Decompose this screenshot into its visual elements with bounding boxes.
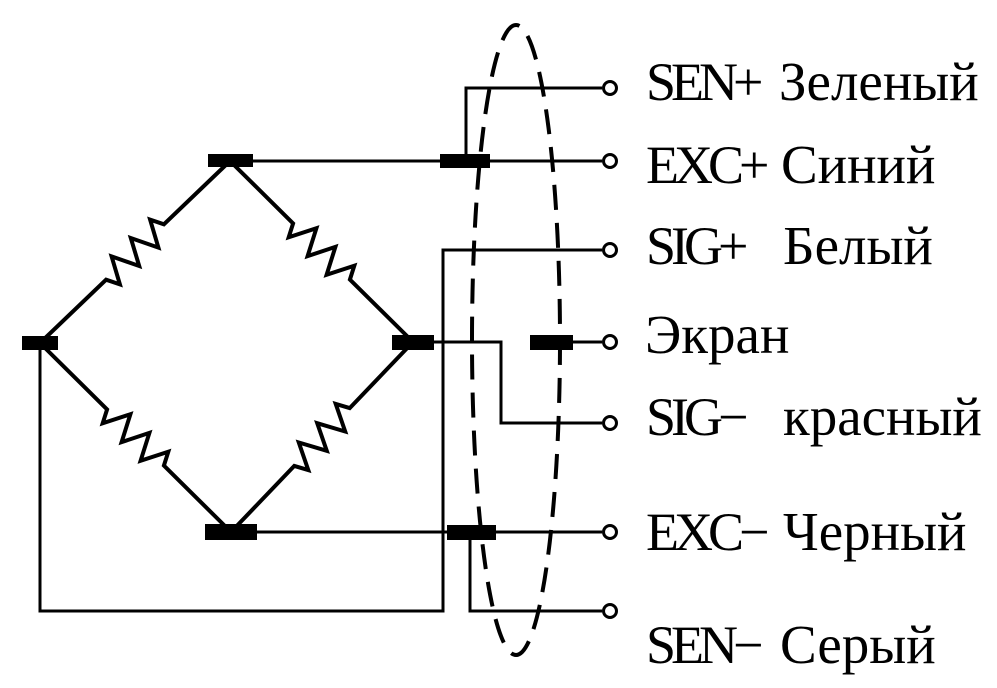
solder-joint-left-node [22, 336, 58, 350]
bridge [38, 159, 415, 534]
solder-joint-top-node [208, 154, 253, 167]
color-label-sig-minus: красный [783, 386, 982, 447]
resistor-top-right [228, 159, 415, 344]
signal-label-exc-minus: EXC− [646, 502, 767, 562]
solder-joint-exc-minus [447, 525, 496, 540]
signal-label-sig-minus: SIG− [646, 387, 746, 447]
terminal-exc-minus [602, 524, 618, 540]
signal-label-sig-plus: SIG+ [646, 216, 746, 276]
resistor-top-left [38, 159, 232, 345]
resistor-bottom-left [38, 341, 233, 534]
color-label-exc-plus: Синий [781, 134, 935, 195]
terminals [602, 80, 618, 619]
signal-label-shield: Экран [645, 304, 789, 365]
terminal-shield [602, 334, 618, 350]
solder-joint-bottom-node [205, 524, 257, 540]
solder-joint-right-node [392, 335, 434, 350]
color-label-sen-minus: Серый [780, 614, 936, 675]
wire-sen-minus [468, 534, 602, 613]
terminal-exc-plus [602, 153, 618, 169]
color-label-exc-minus: Черный [783, 501, 966, 562]
solder-joint-exc-plus [440, 154, 490, 168]
wire-sig-plus [38, 248, 602, 613]
color-label-sig-plus: Белый [783, 215, 933, 276]
resistor-bottom-right [229, 340, 415, 534]
signal-label-sen-minus: SEN− [646, 615, 761, 675]
labels: SEN+ Зеленый EXC+ Синий SIG+ Белый Экран… [645, 51, 982, 675]
signal-label-sen-plus: SEN+ [646, 52, 761, 112]
wires [38, 86, 602, 613]
signal-label-exc-plus: EXC+ [646, 135, 767, 195]
terminal-sen-plus [602, 80, 618, 96]
color-label-sen-plus: Зеленый [779, 51, 979, 112]
terminal-sig-minus [602, 415, 618, 431]
terminal-sig-plus [602, 242, 618, 258]
solder-joint-shield [530, 335, 573, 350]
solder-joints [22, 154, 573, 540]
wire-sig-minus [430, 340, 602, 425]
wire-sen-plus [464, 86, 602, 160]
terminal-sen-minus [602, 603, 618, 619]
